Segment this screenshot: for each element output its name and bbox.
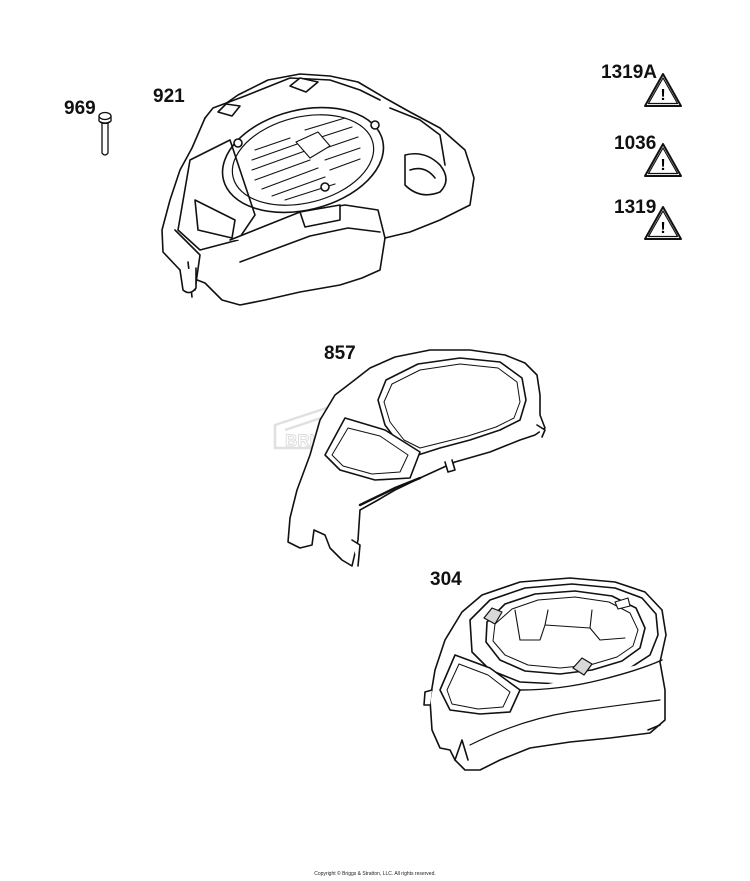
warning-triangle-icon: ! [644, 73, 682, 107]
bolt-pin [98, 111, 112, 156]
part-label-969: 969 [64, 98, 96, 119]
warning-exclamation-icon: ! [660, 157, 665, 174]
copyright-text: Copyright © Briggs & Stratton, LLC. All … [314, 871, 436, 877]
warning-label-1319: 1319 [614, 197, 657, 218]
warning-triangle-icon: ! [644, 143, 682, 177]
warning-triangle-icon: ! [644, 206, 682, 240]
warning-exclamation-icon: ! [660, 220, 665, 237]
part-label-304: 304 [430, 569, 462, 590]
part-label-857: 857 [324, 343, 356, 364]
warning-label-1319A: 1319A [601, 62, 657, 83]
top-cover-921 [161, 73, 475, 306]
warning-exclamation-icon: ! [660, 87, 665, 104]
warning-label-1036: 1036 [614, 133, 657, 154]
blower-housing-304 [423, 577, 667, 771]
shroud-plate-857 [287, 349, 546, 567]
part-label-921: 921 [153, 86, 185, 107]
